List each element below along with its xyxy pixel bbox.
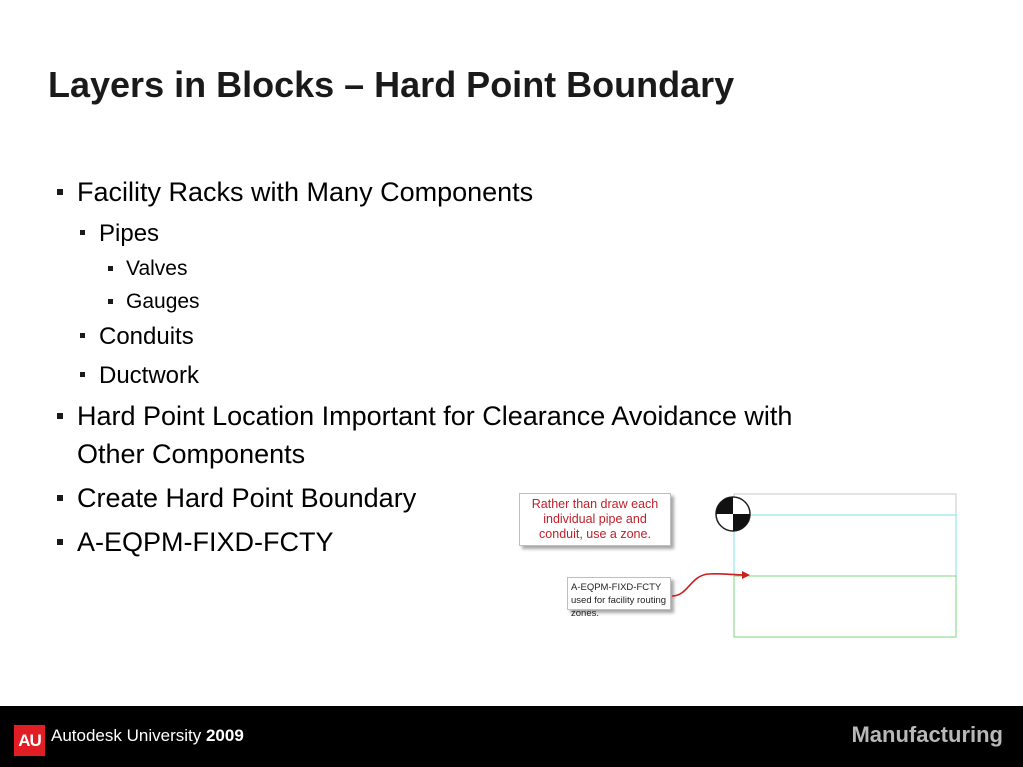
bullet-conduits: Conduits xyxy=(80,323,194,351)
boundary-top-band xyxy=(733,493,957,516)
bullet-marker xyxy=(108,266,113,271)
bullet-marker xyxy=(57,413,63,419)
layer-callout: A-EQPM-FIXD-FCTY used for facility routi… xyxy=(567,577,671,619)
zone-green xyxy=(733,575,957,638)
au-logo: AU xyxy=(14,725,45,756)
footer-bar: AU Autodesk University 2009 Manufacturin… xyxy=(0,706,1023,767)
bullet-ductwork: Ductwork xyxy=(80,362,199,390)
bullet-layer-name: A-EQPM-FIXD-FCTY xyxy=(57,527,334,558)
bullet-marker xyxy=(57,495,63,501)
zone-cyan xyxy=(733,514,957,577)
slide-title: Layers in Blocks – Hard Point Boundary xyxy=(48,64,735,105)
bullet-valves: Valves xyxy=(108,257,187,281)
bullet-marker xyxy=(57,539,63,545)
zone-callout: Rather than draw each individual pipe an… xyxy=(519,493,671,546)
bullet-pipes: Pipes xyxy=(80,220,159,248)
bullet-marker xyxy=(57,189,63,195)
bullet-marker xyxy=(108,299,113,304)
track-label: Manufacturing xyxy=(851,722,1003,747)
bullet-marker xyxy=(80,333,85,338)
hard-point-symbol-icon xyxy=(715,496,751,532)
hard-point-drawing xyxy=(715,493,957,638)
callout-arrow-icon xyxy=(671,571,750,597)
brand-name: Autodesk University 2009 xyxy=(51,726,244,745)
bullet-hard-point-location-cont: Other Components xyxy=(77,439,306,469)
bullet-marker xyxy=(80,372,85,377)
bullet-marker xyxy=(80,230,85,235)
bullet-create-boundary: Create Hard Point Boundary xyxy=(57,483,416,514)
bullet-gauges: Gauges xyxy=(108,290,200,314)
bullet-hard-point-location: Hard Point Location Important for Cleara… xyxy=(57,401,792,432)
bullet-facility-racks: Facility Racks with Many Components xyxy=(57,177,533,208)
